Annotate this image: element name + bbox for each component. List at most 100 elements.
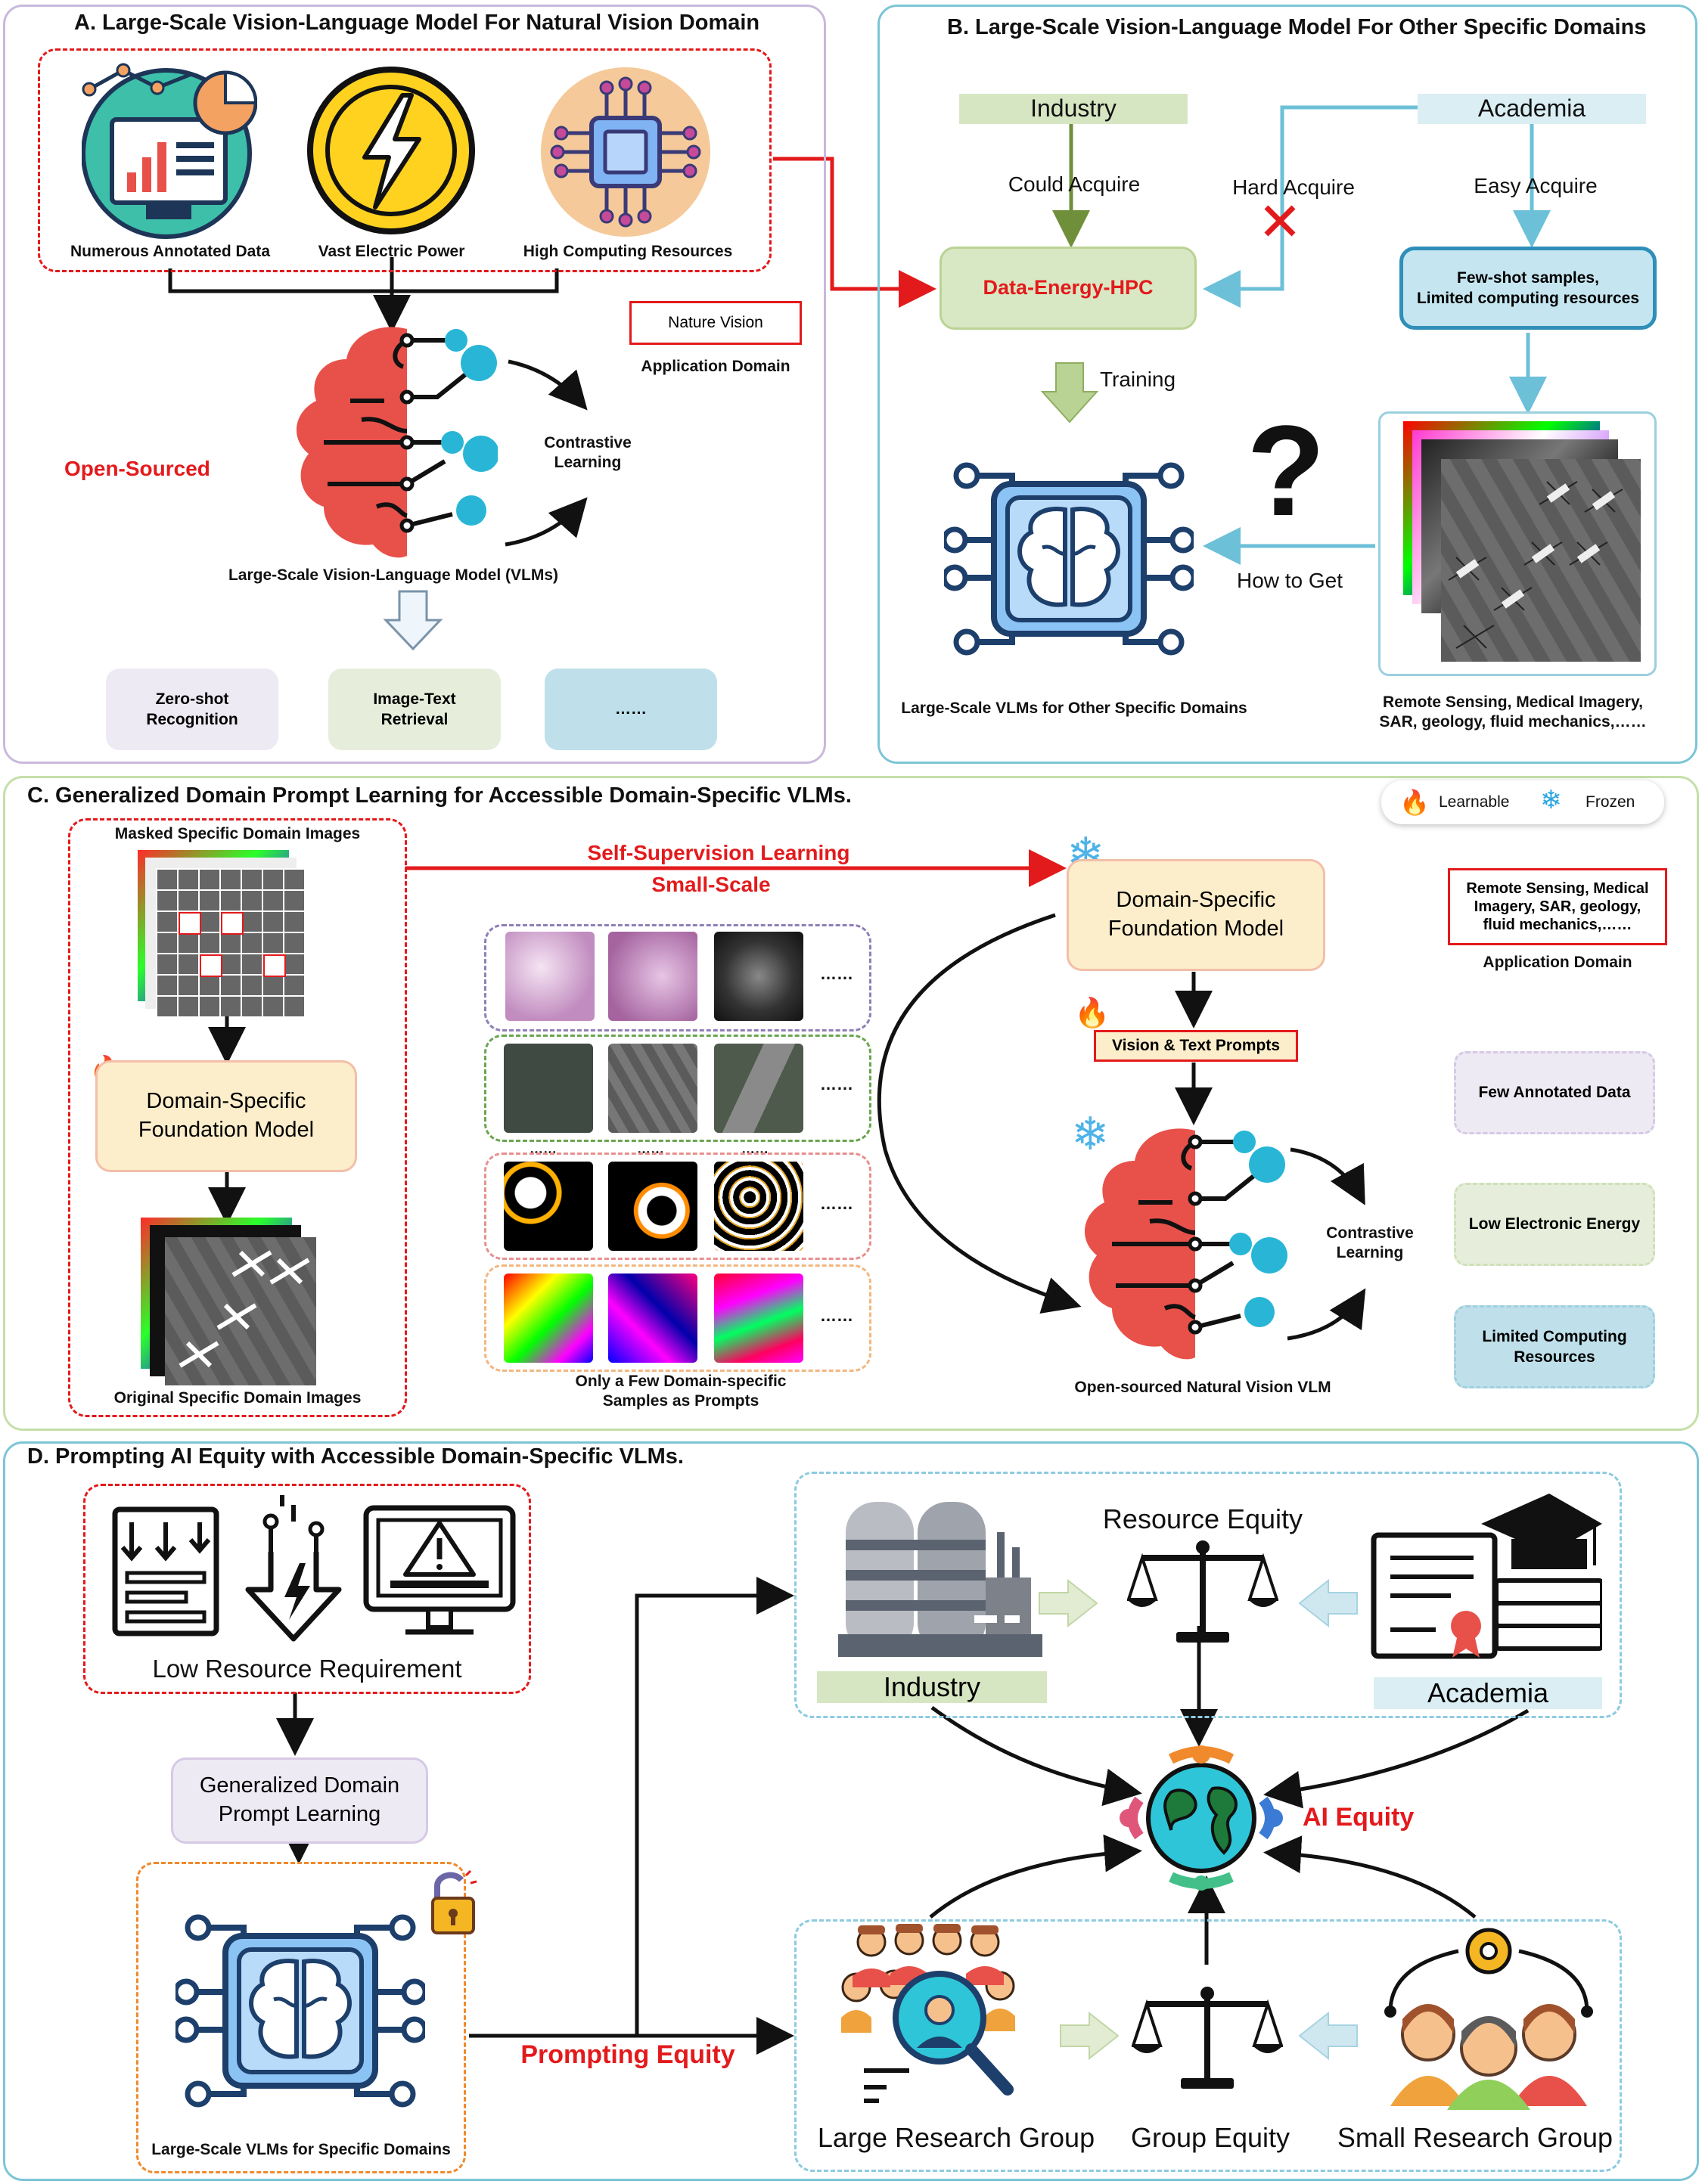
academia-label-box: Academia	[1374, 1677, 1602, 1709]
sample-thumb	[714, 1273, 803, 1363]
row-dots: ……	[820, 1306, 853, 1325]
task-more: ……	[545, 669, 717, 750]
task-image-text-line1: Image-Text	[373, 690, 456, 708]
chip-brain-icon	[172, 1886, 428, 2136]
prompting-equity-label: Prompting Equity	[520, 2040, 735, 2069]
balance-scale-icon	[1131, 1981, 1284, 2093]
domains-c-line3: fluid mechanics,……	[1483, 917, 1632, 933]
fewshot-line1: Few-shot samples,	[1457, 268, 1599, 287]
stack-layer-aerial	[1441, 459, 1641, 662]
limited-computing-box: Limited Computing Resources	[1454, 1305, 1655, 1388]
contrastive-line2: Learning	[554, 454, 622, 472]
globe-people-icon	[1118, 1739, 1284, 1891]
chip-brain-icon	[941, 434, 1197, 684]
academia-icon	[1368, 1490, 1604, 1664]
contrastive-line1: Contrastive	[544, 434, 632, 451]
annotated-data-icon	[81, 59, 258, 240]
few-annotated-box: Few Annotated Data	[1454, 1051, 1655, 1134]
brain-network-icon	[1059, 1119, 1294, 1369]
gdpl-box: Generalized Domain Prompt Learning	[171, 1757, 428, 1844]
application-domain-label: Application Domain	[641, 358, 790, 375]
mask-patch	[179, 912, 201, 935]
ai-equity-label: AI Equity	[1303, 1803, 1415, 1832]
domains-label-b: Remote Sensing, Medical Imagery, SAR, ge…	[1362, 693, 1664, 733]
question-mark: ?	[1247, 399, 1325, 543]
sample-thumb	[608, 932, 697, 1021]
panel-c-title: C. Generalized Domain Prompt Learning fo…	[27, 783, 852, 808]
sample-thumb	[504, 1044, 593, 1133]
sample-row-medical	[484, 924, 871, 1032]
panel-b-title: B. Large-Scale Vision-Language Model For…	[947, 15, 1647, 39]
panel-c-left-frame	[68, 818, 407, 1417]
sample-thumb	[608, 1044, 697, 1133]
nature-vision-box: Nature Vision	[629, 301, 802, 345]
unlocked-padlock-icon	[427, 1869, 480, 1937]
how-to-get-label: How to Get	[1236, 569, 1343, 592]
airplanes-image	[179, 1250, 310, 1368]
contrastive-c-line1: Contrastive	[1326, 1224, 1414, 1242]
lightning-icon	[306, 65, 477, 236]
row-dots: ……	[820, 964, 853, 983]
limited-line2: Resources	[1514, 1348, 1595, 1366]
contrastive-learning-a: Contrastive Learning	[531, 433, 644, 473]
snowflake-icon: ❄	[1071, 1109, 1110, 1159]
data-energy-hpc-box: Data-Energy-HPC	[940, 247, 1197, 330]
cross-icon	[1263, 204, 1297, 237]
task-image-text-line2: Retrieval	[380, 711, 449, 728]
task-more-line1: ……	[615, 700, 647, 718]
samples-line2: Samples as Prompts	[602, 1392, 759, 1410]
samples-line1: Only a Few Domain-specific	[575, 1373, 787, 1390]
sample-thumb	[714, 1162, 803, 1251]
domains-c-line2: Imagery, SAR, geology,	[1474, 898, 1641, 915]
vlm-label-a: Large-Scale Vision-Language Model (VLMs)	[228, 566, 559, 584]
task-zero-shot: Zero-shot Recognition	[106, 669, 278, 750]
task-zero-shot-line1: Zero-shot	[155, 690, 229, 708]
gdpl-line2: Prompt Learning	[218, 1802, 381, 1826]
domains-b-line1: Remote Sensing, Medical Imagery,	[1383, 693, 1643, 711]
domains-box-c: Remote Sensing, Medical Imagery, SAR, ge…	[1448, 868, 1667, 945]
vlm-label-d: Large-Scale VLMs for Specific Domains	[151, 2141, 451, 2158]
chip-icon	[539, 65, 713, 239]
dsfm-right-line1: Domain-Specific	[1116, 888, 1276, 913]
energy-down-icon	[241, 1491, 346, 1643]
fewshot-box: Few-shot samples, Limited computing reso…	[1399, 247, 1657, 330]
sample-row-geology	[484, 1264, 871, 1372]
masked-layer-grid	[156, 868, 304, 1016]
panel-a-resources-frame	[38, 48, 772, 272]
remote-sensing-stack	[1378, 411, 1657, 676]
panel-b	[877, 5, 1697, 764]
panel-a-title: A. Large-Scale Vision-Language Model For…	[74, 11, 760, 35]
left-arrow-icon	[1298, 1578, 1359, 1628]
domains-b-line2: SAR, geology, fluid mechanics,……	[1379, 713, 1647, 731]
sample-thumb	[714, 1044, 803, 1133]
masked-image-stack	[138, 850, 319, 1016]
original-image-stack	[141, 1218, 322, 1388]
small-scale-label: Small-Scale	[651, 873, 771, 896]
low-energy-box: Low Electronic Energy	[1454, 1183, 1655, 1266]
right-arrow-icon	[1038, 1578, 1098, 1628]
panel-a	[3, 5, 826, 764]
sample-thumb	[504, 1273, 593, 1363]
domains-c-line1: Remote Sensing, Medical	[1466, 880, 1649, 897]
fewshot-line2: Limited computing resources	[1416, 290, 1640, 307]
legend-learnable: Learnable	[1439, 793, 1510, 811]
industry-label-box: Industry	[817, 1671, 1047, 1703]
hard-acquire-label: Hard Acquire	[1232, 175, 1355, 199]
sample-row-sar	[484, 1152, 871, 1260]
fire-icon: 🔥	[1399, 789, 1430, 816]
factory-icon	[838, 1487, 1042, 1661]
vlm-label-b: Large-Scale VLMs for Other Specific Doma…	[901, 700, 1247, 717]
industry-box: Industry	[959, 94, 1188, 124]
legend-frozen: Frozen	[1586, 793, 1635, 811]
down-arrow-icon	[383, 590, 443, 651]
vlm-frame-d	[136, 1862, 466, 2173]
document-icon	[109, 1503, 222, 1640]
masked-images-label: Masked Specific Domain Images	[114, 825, 361, 842]
limited-line1: Limited Computing	[1482, 1327, 1627, 1345]
dsfm-box-right: Domain-Specific Foundation Model	[1067, 859, 1325, 971]
training-arrow-icon	[1039, 361, 1100, 423]
contrastive-c-line2: Learning	[1336, 1244, 1404, 1262]
resource-equity-label: Resource Equity	[1102, 1503, 1303, 1534]
vt-prompts-box: Vision & Text Prompts	[1094, 1030, 1298, 1062]
sample-thumb	[608, 1162, 697, 1251]
